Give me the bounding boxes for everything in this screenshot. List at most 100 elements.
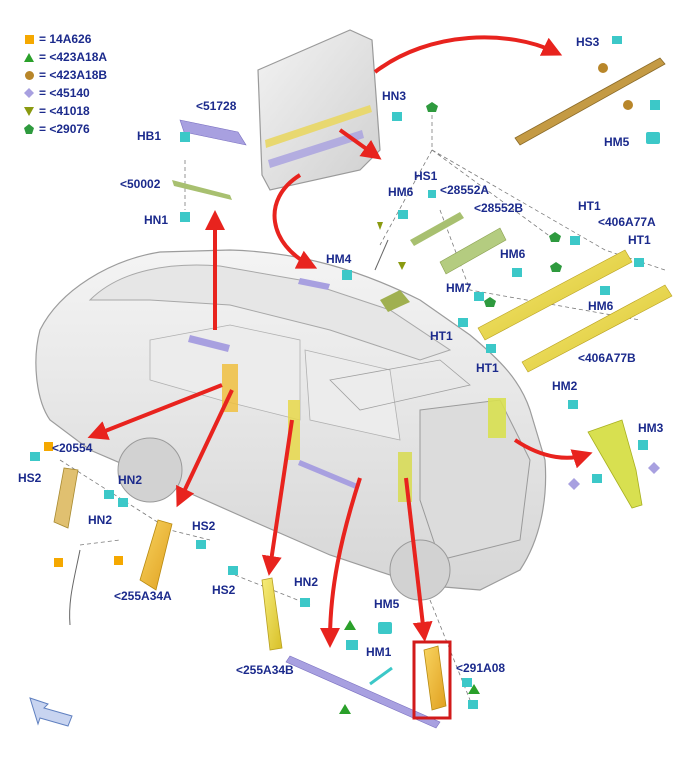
b-pillar-group: HS2 HN2 <255A34B: [212, 566, 318, 677]
liftgate-seal: [268, 130, 364, 168]
pentagon-icon: [426, 102, 438, 112]
triangle-icon: [339, 704, 351, 714]
clip-ht1-icon: [486, 344, 496, 353]
square-icon: [44, 442, 53, 451]
legend-text: = 14A626: [39, 32, 92, 46]
legend-text: = <41018: [39, 104, 90, 118]
diamond-icon: [568, 478, 580, 490]
label-hs2-a: HS2: [18, 471, 42, 485]
highlight-box: [412, 640, 452, 720]
clip-hs2-icon: [196, 540, 206, 549]
label-51728: <51728: [196, 99, 237, 113]
pentagon-icon: [550, 262, 562, 272]
clip-icon: [104, 490, 114, 499]
label-hn2-a: HN2: [118, 473, 142, 487]
trim-50002: [172, 180, 232, 200]
arrow-to-hn3: [338, 128, 382, 160]
clip-hn3-icon: [392, 112, 402, 121]
legend-row: = <423A18A: [22, 48, 162, 66]
rail-406a77b: [521, 284, 673, 373]
clip-hm3-icon: [638, 440, 648, 450]
label-hs3: HS3: [576, 35, 600, 49]
cross-rail-group: HT1 <406A77A HT1 HM6 HM7 HM6 HT1 HT1 <40…: [430, 199, 673, 375]
roof-seal-insitu-2: [298, 278, 330, 290]
clip-hn1-icon: [180, 212, 190, 222]
clip-hs2-icon: [30, 452, 40, 461]
legend-text: = <29076: [39, 122, 90, 136]
triangle-icon: [22, 50, 36, 64]
rail-406a77a: [477, 249, 633, 341]
label-406a77b: <406A77B: [578, 351, 636, 365]
label-hn3: HN3: [382, 89, 406, 103]
clip-ht1-icon: [634, 258, 644, 267]
triangle-down-icon: [22, 104, 36, 118]
clip-hm6-icon: [398, 210, 408, 219]
label-hn2-c: HN2: [294, 575, 318, 589]
clip-icon: [462, 678, 472, 687]
trim-255a34b: [261, 577, 283, 651]
b-pillar-trim-insitu: [288, 400, 300, 460]
arrow-to-hm4: [272, 173, 318, 269]
label-ht1-d: HT1: [476, 361, 499, 375]
label-hm5-top: HM5: [604, 135, 630, 149]
sill-c-pillar-group: HM5 HM1 <291A08: [285, 597, 505, 729]
sill-seal: [285, 655, 441, 729]
square-icon: [22, 32, 36, 46]
roof-seal-group: <51728 HB1 <50002 HN1: [120, 99, 247, 227]
label-hm4: HM4: [326, 252, 352, 266]
label-hm6-c: HM6: [588, 299, 614, 313]
label-hm6-a: HM6: [388, 185, 414, 199]
label-406a77a: <406A77A: [598, 215, 656, 229]
legend: = 14A626 = <423A18A = <423A18B = <45140 …: [22, 30, 162, 138]
label-hm1: HM1: [366, 645, 392, 659]
front-direction-arrow: [29, 697, 73, 727]
liftgate-trim-strip: [265, 105, 372, 148]
arrow-to-d-pillar: [513, 438, 593, 469]
upper-trim-group: HN3 HS1 HM6 <28552A <28552B HM4: [326, 89, 523, 312]
callout-arrows: [87, 35, 593, 648]
pentagon-icon: [549, 232, 561, 242]
liftgate-panel: [257, 29, 381, 191]
clip-ht1-icon: [570, 236, 580, 245]
legend-row: = <423A18B: [22, 66, 162, 84]
label-hs1: HS1: [414, 169, 438, 183]
triangle-down-icon: [377, 222, 383, 230]
trim-255a34a: [139, 519, 173, 591]
car-roof-rail: [329, 359, 471, 411]
clip-icon: [346, 640, 358, 650]
triangle-icon: [344, 620, 356, 630]
label-hs2-c: HS2: [212, 583, 236, 597]
arrow-to-c-pillar: [404, 477, 433, 642]
roof-side-seal: [514, 57, 666, 146]
bracket-hm4: [380, 290, 410, 312]
label-hm3: HM3: [638, 421, 664, 435]
label-28552b: <28552B: [474, 201, 523, 215]
label-hm6-b: HM6: [500, 247, 526, 261]
clip-hm1-icon: [369, 666, 393, 686]
legend-text: = <423A18B: [39, 68, 108, 82]
clip-circle-icon: [598, 63, 608, 73]
clip-hn2-icon: [300, 598, 310, 607]
d-pillar-group: HM2 HM3: [552, 379, 664, 509]
car-window-rear: [304, 349, 401, 441]
clip-hs3-icon: [612, 36, 622, 44]
clip-hm5-icon: [378, 622, 392, 634]
sill-seal-insitu: [298, 460, 360, 490]
bracket-28552b: [439, 227, 507, 275]
label-ht1-b: HT1: [628, 233, 651, 247]
square-icon: [114, 556, 123, 565]
legend-row: = <41018: [22, 102, 162, 120]
trim-291a08: [423, 645, 447, 711]
label-255a34a: <255A34A: [114, 589, 172, 603]
hs3-seal-group: HS3 HM5: [514, 35, 666, 149]
roof-seal-insitu: [188, 335, 230, 352]
label-ht1-a: HT1: [578, 199, 601, 213]
a-pillar-group: <20554 HS2 HN2 HN2 HS2 <255A34A: [18, 441, 216, 626]
circle-icon: [22, 68, 36, 82]
clip-ht1-icon: [458, 318, 468, 327]
arrow-to-a-pillar: [87, 383, 223, 440]
clip-hm6-icon: [600, 286, 610, 295]
label-hb1: HB1: [137, 129, 161, 143]
trim-20554: [53, 467, 79, 529]
